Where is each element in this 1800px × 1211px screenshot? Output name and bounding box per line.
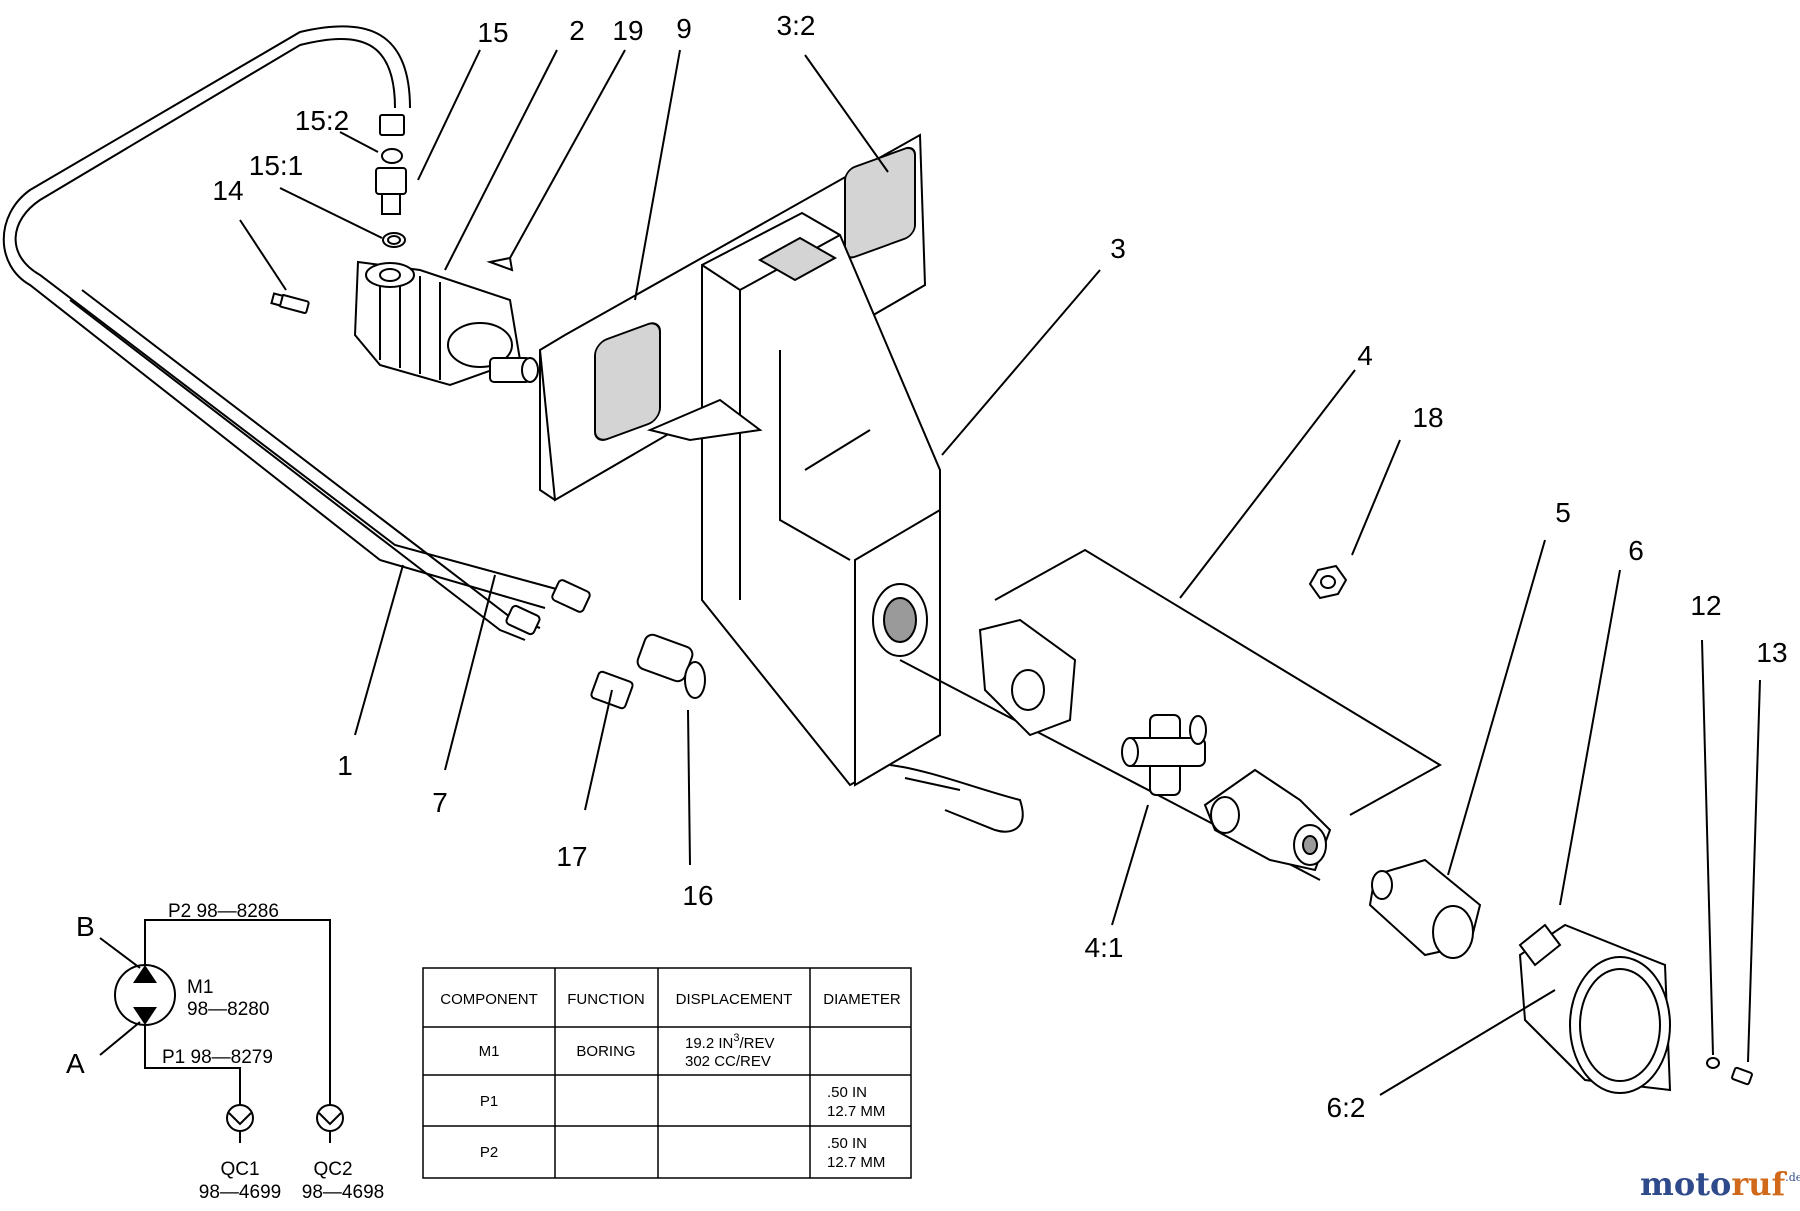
table-cell-function: BORING (576, 1043, 635, 1060)
driveline (889, 548, 1442, 881)
callout-17: 17 (556, 841, 587, 872)
table-cell-diameter-metric: 12.7 MM (827, 1154, 885, 1171)
motor-flow-arrow (133, 1007, 157, 1025)
motor-flow-arrow (133, 965, 157, 983)
table-cell-component: P1 (480, 1093, 498, 1110)
callout-1: 1 (337, 750, 353, 781)
line-p1-label: P1 98—8279 (162, 1047, 273, 1068)
qc2-label: QC2 (313, 1159, 352, 1180)
table-cell-diameter: .50 IN (827, 1084, 867, 1101)
callout-15-1: 15:1 (249, 150, 304, 181)
hydraulic-motor (353, 256, 539, 387)
table-header-displacement: DISPLACEMENT (676, 991, 793, 1008)
table-cell-diameter: .50 IN (827, 1135, 867, 1152)
callout-6-2: 6:2 (1327, 1092, 1366, 1123)
callout-2: 2 (569, 15, 585, 46)
callout-18: 18 (1412, 402, 1443, 433)
callout-16: 16 (682, 880, 713, 911)
spec-table: COMPONENT FUNCTION DISPLACEMENT DIAMETER… (422, 967, 912, 1179)
table-header-function: FUNCTION (567, 991, 645, 1008)
quick-couplers (505, 579, 706, 710)
u-joint-cross (1121, 714, 1207, 796)
line-p2-label: P2 98—8286 (168, 901, 279, 922)
table-cell-component: M1 (479, 1043, 500, 1060)
callout-12: 12 (1690, 590, 1721, 621)
table-header-component: COMPONENT (440, 991, 538, 1008)
callout-4: 4 (1357, 340, 1373, 371)
callout-15-2: 15:2 (295, 105, 350, 136)
qc2-symbol (316, 1104, 344, 1132)
motor-m1-number: 98—8280 (187, 999, 269, 1020)
table-header-diameter: DIAMETER (823, 991, 901, 1008)
hub-guard (1518, 923, 1672, 1094)
svg-text:motoruf.de: motoruf.de (1640, 1165, 1800, 1203)
callout-6: 6 (1628, 535, 1644, 566)
callout-labels: 15 2 19 9 3:2 15:2 15:1 14 3 4 18 5 6 12… (212, 10, 1787, 1123)
callout-4-1: 4:1 (1085, 932, 1124, 963)
table-cell-displacement: 19.2 IN3/REV (685, 1032, 775, 1052)
callout-15: 15 (477, 17, 508, 48)
shaft (1368, 858, 1482, 959)
hydraulic-schematic: B A P2 98—8286 P1 98—8279 M1 98—8280 QC1… (66, 901, 384, 1203)
callout-3: 3 (1110, 233, 1126, 264)
qc1-label: QC1 (220, 1159, 259, 1180)
leader-lines (239, 49, 1761, 1096)
callout-7: 7 (432, 787, 448, 818)
fittings-group (270, 148, 407, 314)
table-cell-displacement-metric: 302 CC/REV (685, 1053, 771, 1070)
small-hardware (1706, 1057, 1753, 1086)
table-cell-component: P2 (480, 1144, 498, 1161)
qc1-number: 98—4699 (199, 1182, 281, 1203)
main-bracket (646, 211, 941, 787)
port-b-label: B (76, 911, 95, 942)
qc1-symbol (226, 1104, 254, 1132)
hydraulic-hoses (2, 25, 561, 641)
callout-5: 5 (1555, 497, 1571, 528)
watermark-logo: motoruf.de (1640, 1165, 1800, 1203)
port-a-label: A (66, 1048, 85, 1079)
motor-m1-label: M1 (187, 977, 213, 998)
callout-19: 19 (612, 15, 643, 46)
callout-14: 14 (212, 175, 243, 206)
callout-3-2: 3:2 (777, 10, 816, 41)
qc2-number: 98—4698 (302, 1182, 384, 1203)
callout-9: 9 (676, 13, 692, 44)
table-cell-diameter-metric: 12.7 MM (827, 1103, 885, 1120)
callout-13: 13 (1756, 637, 1787, 668)
